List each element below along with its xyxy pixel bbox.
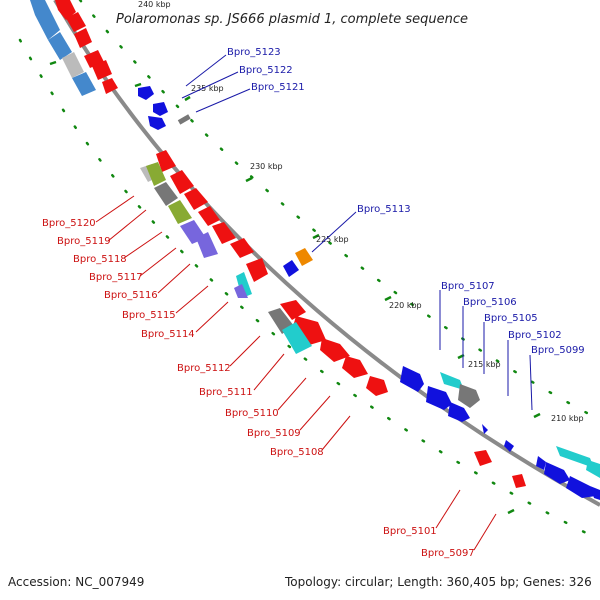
gene-block bbox=[474, 450, 492, 466]
leader-lines-bottom bbox=[95, 195, 497, 551]
summary-text: Topology: circular; Length: 360,405 bp; … bbox=[284, 575, 592, 589]
gene-label: Bpro_5109 bbox=[247, 428, 301, 439]
gene-blocks-outer bbox=[138, 86, 600, 500]
gene-label: Bpro_5099 bbox=[531, 345, 585, 356]
kbp-label: 225 kbp bbox=[316, 235, 349, 244]
gene-label: Bpro_5122 bbox=[239, 65, 293, 76]
gene-label: Bpro_5105 bbox=[484, 313, 538, 324]
gene-block bbox=[320, 338, 350, 362]
gene-block bbox=[282, 322, 312, 354]
gene-label: Bpro_5118 bbox=[73, 254, 127, 265]
gene-labels-top: Bpro_5123 Bpro_5122 Bpro_5121 Bpro_5113 … bbox=[227, 47, 585, 356]
gene-block bbox=[504, 440, 514, 452]
gene-label: Bpro_5123 bbox=[227, 47, 281, 58]
gene-block bbox=[156, 150, 176, 172]
gene-label: Bpro_5102 bbox=[508, 330, 562, 341]
gene-label: Bpro_5111 bbox=[199, 387, 253, 398]
gene-block bbox=[168, 200, 192, 224]
gene-block bbox=[146, 162, 166, 186]
gene-blocks-inner bbox=[140, 150, 526, 488]
gene-block bbox=[586, 460, 600, 478]
gene-label: Bpro_5116 bbox=[104, 290, 158, 301]
gene-block bbox=[295, 248, 313, 266]
gene-block bbox=[198, 206, 220, 226]
gene-block bbox=[246, 258, 268, 282]
kbp-label: 240 kbp bbox=[138, 0, 171, 9]
gene-label: Bpro_5108 bbox=[270, 447, 324, 458]
gene-block bbox=[566, 476, 596, 498]
gene-block bbox=[536, 456, 546, 470]
gene-block bbox=[212, 222, 236, 244]
gene-label: Bpro_5106 bbox=[463, 297, 517, 308]
gene-block bbox=[544, 462, 570, 484]
accession-text: Accession: NC_007949 bbox=[8, 575, 144, 589]
gene-block bbox=[196, 232, 218, 258]
gene-block bbox=[590, 486, 600, 500]
gene-label: Bpro_5112 bbox=[177, 363, 231, 374]
gene-block bbox=[230, 238, 254, 258]
gene-label: Bpro_5115 bbox=[122, 310, 176, 321]
gene-labels-bottom: Bpro_5120 Bpro_5119 Bpro_5118 Bpro_5117 … bbox=[42, 218, 475, 559]
gene-block bbox=[280, 300, 306, 320]
gene-block bbox=[556, 446, 594, 468]
gene-block bbox=[184, 188, 208, 210]
gene-block bbox=[448, 402, 470, 422]
gene-block bbox=[482, 424, 488, 434]
gene-block bbox=[458, 384, 480, 408]
gene-block bbox=[138, 86, 154, 100]
gene-block bbox=[55, 0, 76, 20]
kbp-label: 210 kbp bbox=[551, 414, 584, 423]
gene-label: Bpro_5113 bbox=[357, 204, 411, 215]
gene-block bbox=[154, 182, 178, 206]
gene-block bbox=[366, 376, 388, 396]
gene-block bbox=[153, 102, 168, 116]
gene-block bbox=[102, 78, 118, 94]
gene-label: Bpro_5110 bbox=[225, 408, 279, 419]
gene-block bbox=[283, 260, 299, 277]
gene-block bbox=[72, 72, 96, 96]
leader-lines-top bbox=[181, 54, 533, 411]
gene-block bbox=[400, 366, 424, 392]
kbp-label: 220 kbp bbox=[389, 301, 422, 310]
map-title: Polaromonas sp. JS666 plasmid 1, complet… bbox=[116, 12, 468, 27]
gene-label: Bpro_5121 bbox=[251, 82, 305, 93]
gene-block bbox=[177, 114, 191, 125]
kbp-label: 230 kbp bbox=[250, 162, 283, 171]
gene-block bbox=[236, 272, 252, 298]
gene-block bbox=[512, 474, 526, 488]
gene-label: Bpro_5119 bbox=[57, 236, 111, 247]
gene-block bbox=[62, 52, 84, 78]
gene-block bbox=[426, 386, 452, 410]
gene-block bbox=[92, 60, 112, 80]
gene-block bbox=[48, 32, 72, 60]
gene-label: Bpro_5101 bbox=[383, 526, 437, 537]
gene-block bbox=[234, 284, 248, 298]
outer-dotted-ring bbox=[78, 0, 600, 422]
gene-block bbox=[440, 372, 464, 390]
gene-label: Bpro_5114 bbox=[141, 329, 195, 340]
kbp-label: 235 kbp bbox=[191, 84, 224, 93]
gene-block bbox=[148, 116, 166, 130]
gene-block bbox=[170, 170, 194, 194]
gene-block bbox=[66, 12, 86, 32]
backbone-ring bbox=[53, 0, 600, 507]
gene-block bbox=[74, 28, 92, 48]
gene-label: Bpro_5107 bbox=[441, 281, 495, 292]
gene-label: Bpro_5117 bbox=[89, 272, 143, 283]
gene-blocks-top-left bbox=[30, 0, 118, 96]
gene-block bbox=[342, 356, 368, 378]
gene-block bbox=[30, 0, 60, 40]
gene-label: Bpro_5120 bbox=[42, 218, 96, 229]
gene-label: Bpro_5097 bbox=[421, 548, 475, 559]
